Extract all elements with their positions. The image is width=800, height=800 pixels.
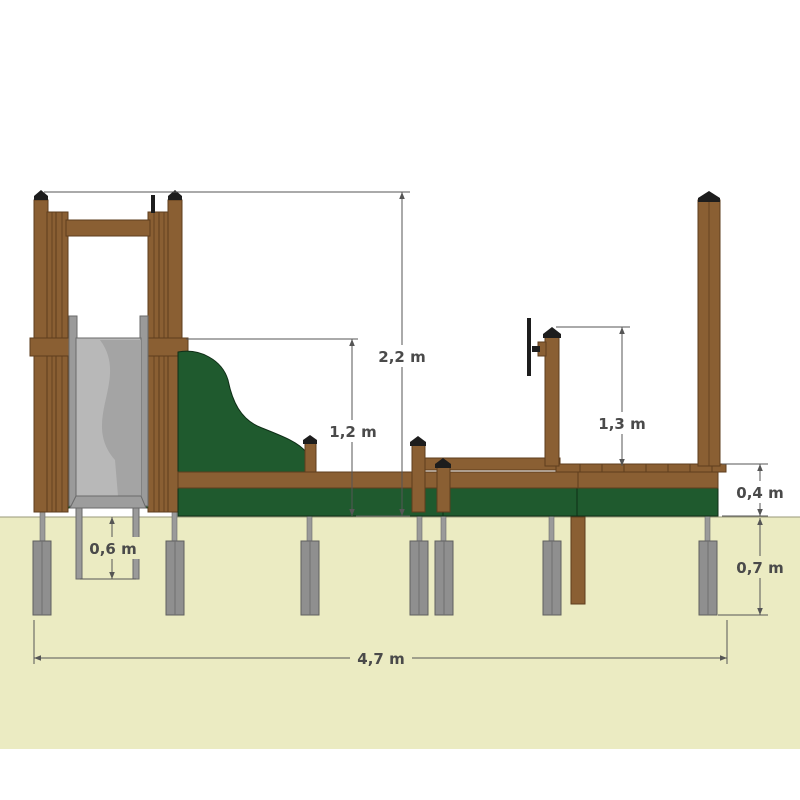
- ground-post: [570, 516, 586, 605]
- label-backgrounds: [84, 345, 790, 669]
- tall-post: [697, 191, 721, 467]
- steering-wheel-icon: [527, 318, 531, 376]
- label-ladder-clearance: 0,6 m: [89, 540, 136, 558]
- bottom-margin: [0, 749, 800, 800]
- label-platform-height: 1,2 m: [329, 423, 376, 441]
- slide: [68, 315, 149, 509]
- label-railing-height: 1,3 m: [598, 415, 645, 433]
- label-foundation-depth: 0,7 m: [736, 559, 783, 577]
- label-deck-height: 0,4 m: [736, 484, 783, 502]
- steering-wheel-post: [527, 318, 561, 467]
- label-total-height: 2,2 m: [378, 348, 425, 366]
- deck: [177, 436, 727, 517]
- foundations: [32, 507, 718, 616]
- label-overall-length: 4,7 m: [357, 650, 404, 668]
